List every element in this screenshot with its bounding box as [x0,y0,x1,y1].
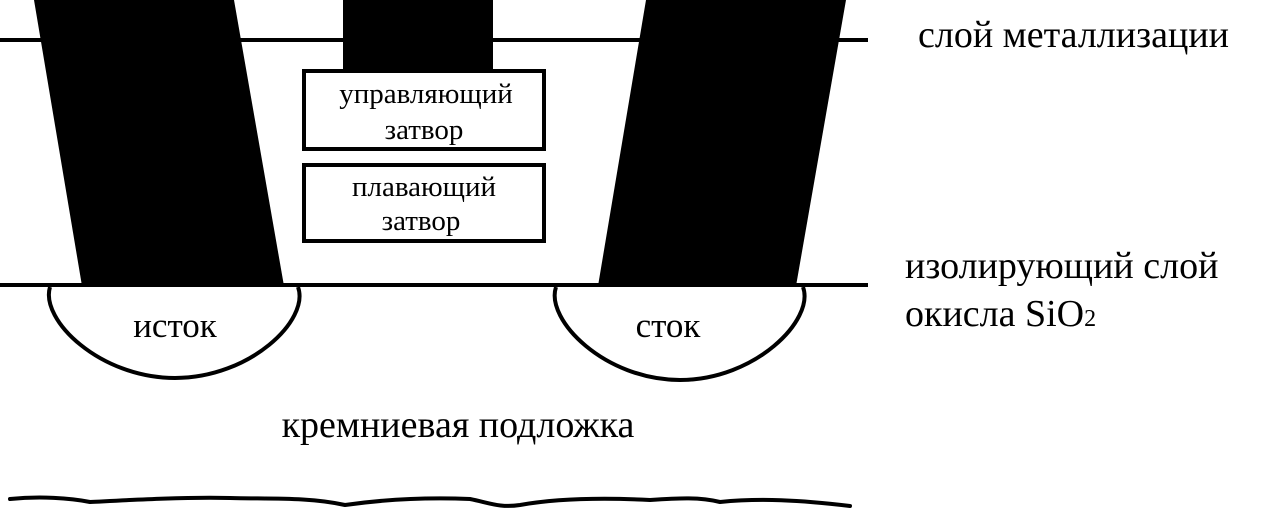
drain-contact [598,0,846,286]
substrate-label: кремниевая подложка [282,404,635,446]
floating-gate-label-line1: плавающий [352,171,496,203]
control-gate-label-line1: управляющий [339,78,513,110]
oxide-layer-label-line1: изолирующий слой [905,245,1218,287]
control-gate-box [302,69,546,151]
substrate-bottom-line [8,495,852,508]
drain-region [552,286,807,383]
metallization-layer-label: слой металлизации [918,14,1229,56]
gate-contact [343,0,493,72]
source-region [46,286,302,381]
control-gate-label-line2: затвор [385,114,464,146]
oxide-layer-label-line2: окисла SiO2 [905,293,1096,335]
drain-label: сток [636,306,702,345]
floating-gate-label-line2: затвор [382,205,461,237]
oxide-layer-label-main: окисла SiO [905,293,1084,335]
source-contact [34,0,284,286]
source-label: исток [133,306,218,345]
floating-gate-box [302,163,546,243]
oxide-layer-label-subscript: 2 [1084,306,1096,332]
